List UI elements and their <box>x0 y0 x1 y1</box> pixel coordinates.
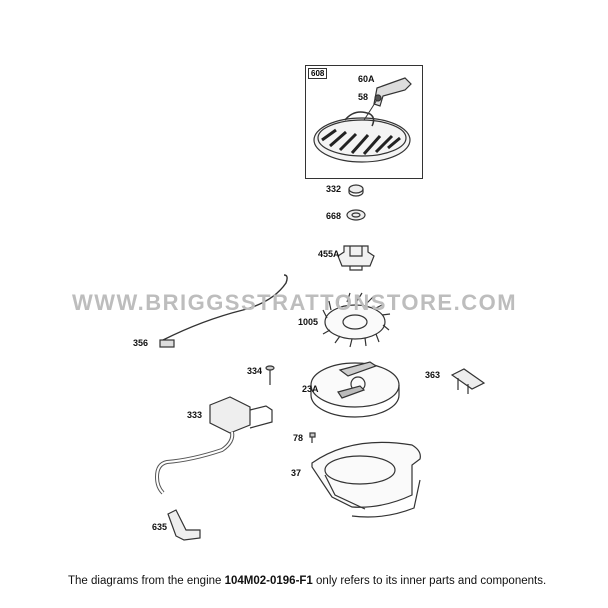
caption-suffix: only refers to its inner parts and compo… <box>312 575 547 587</box>
bracket-icon <box>450 368 486 394</box>
engine-model-number: 104M02-0196-F1 <box>224 575 313 587</box>
part-label-333[interactable]: 333 <box>187 410 203 420</box>
part-label-356[interactable]: 356 <box>133 338 149 348</box>
spark-plug-boot-icon <box>167 509 201 541</box>
part-label-23a[interactable]: 23A <box>302 384 319 394</box>
caption-prefix: The diagrams from the engine <box>68 575 225 587</box>
part-label-78[interactable]: 78 <box>293 433 304 443</box>
part-label-334[interactable]: 334 <box>247 366 263 376</box>
kit-box-label: 608 <box>308 68 328 79</box>
part-label-635[interactable]: 635 <box>152 522 168 532</box>
watermark: WWW.BRIGGSSTRATTONSTORE.COM <box>72 290 518 315</box>
blower-housing-icon <box>311 441 421 518</box>
part-label-1005[interactable]: 1005 <box>298 317 319 327</box>
starter-cup-icon <box>337 245 375 271</box>
armature-coil-icon <box>154 396 273 495</box>
part-label-455a[interactable]: 455A <box>318 249 340 259</box>
part-label-37[interactable]: 37 <box>291 468 302 478</box>
part-label-58[interactable]: 58 <box>358 92 369 102</box>
starter-rotor-icon <box>313 111 411 163</box>
screw-icon <box>265 365 275 385</box>
kit-box-608: 608 <box>305 65 423 179</box>
part-label-60a[interactable]: 60A <box>358 74 375 84</box>
diagram-caption: The diagrams from the engine 104M02-0196… <box>68 575 546 587</box>
part-label-332[interactable]: 332 <box>326 184 342 194</box>
part-label-668[interactable]: 668 <box>326 211 342 221</box>
flywheel-icon <box>310 361 400 418</box>
nut-icon <box>348 184 364 197</box>
flywheel-fan-icon <box>322 292 391 348</box>
ground-wire-icon <box>159 274 288 348</box>
starter-handle-icon <box>373 77 412 107</box>
part-label-363[interactable]: 363 <box>425 370 441 380</box>
bolt-icon <box>309 432 316 443</box>
washer-icon <box>346 209 366 221</box>
